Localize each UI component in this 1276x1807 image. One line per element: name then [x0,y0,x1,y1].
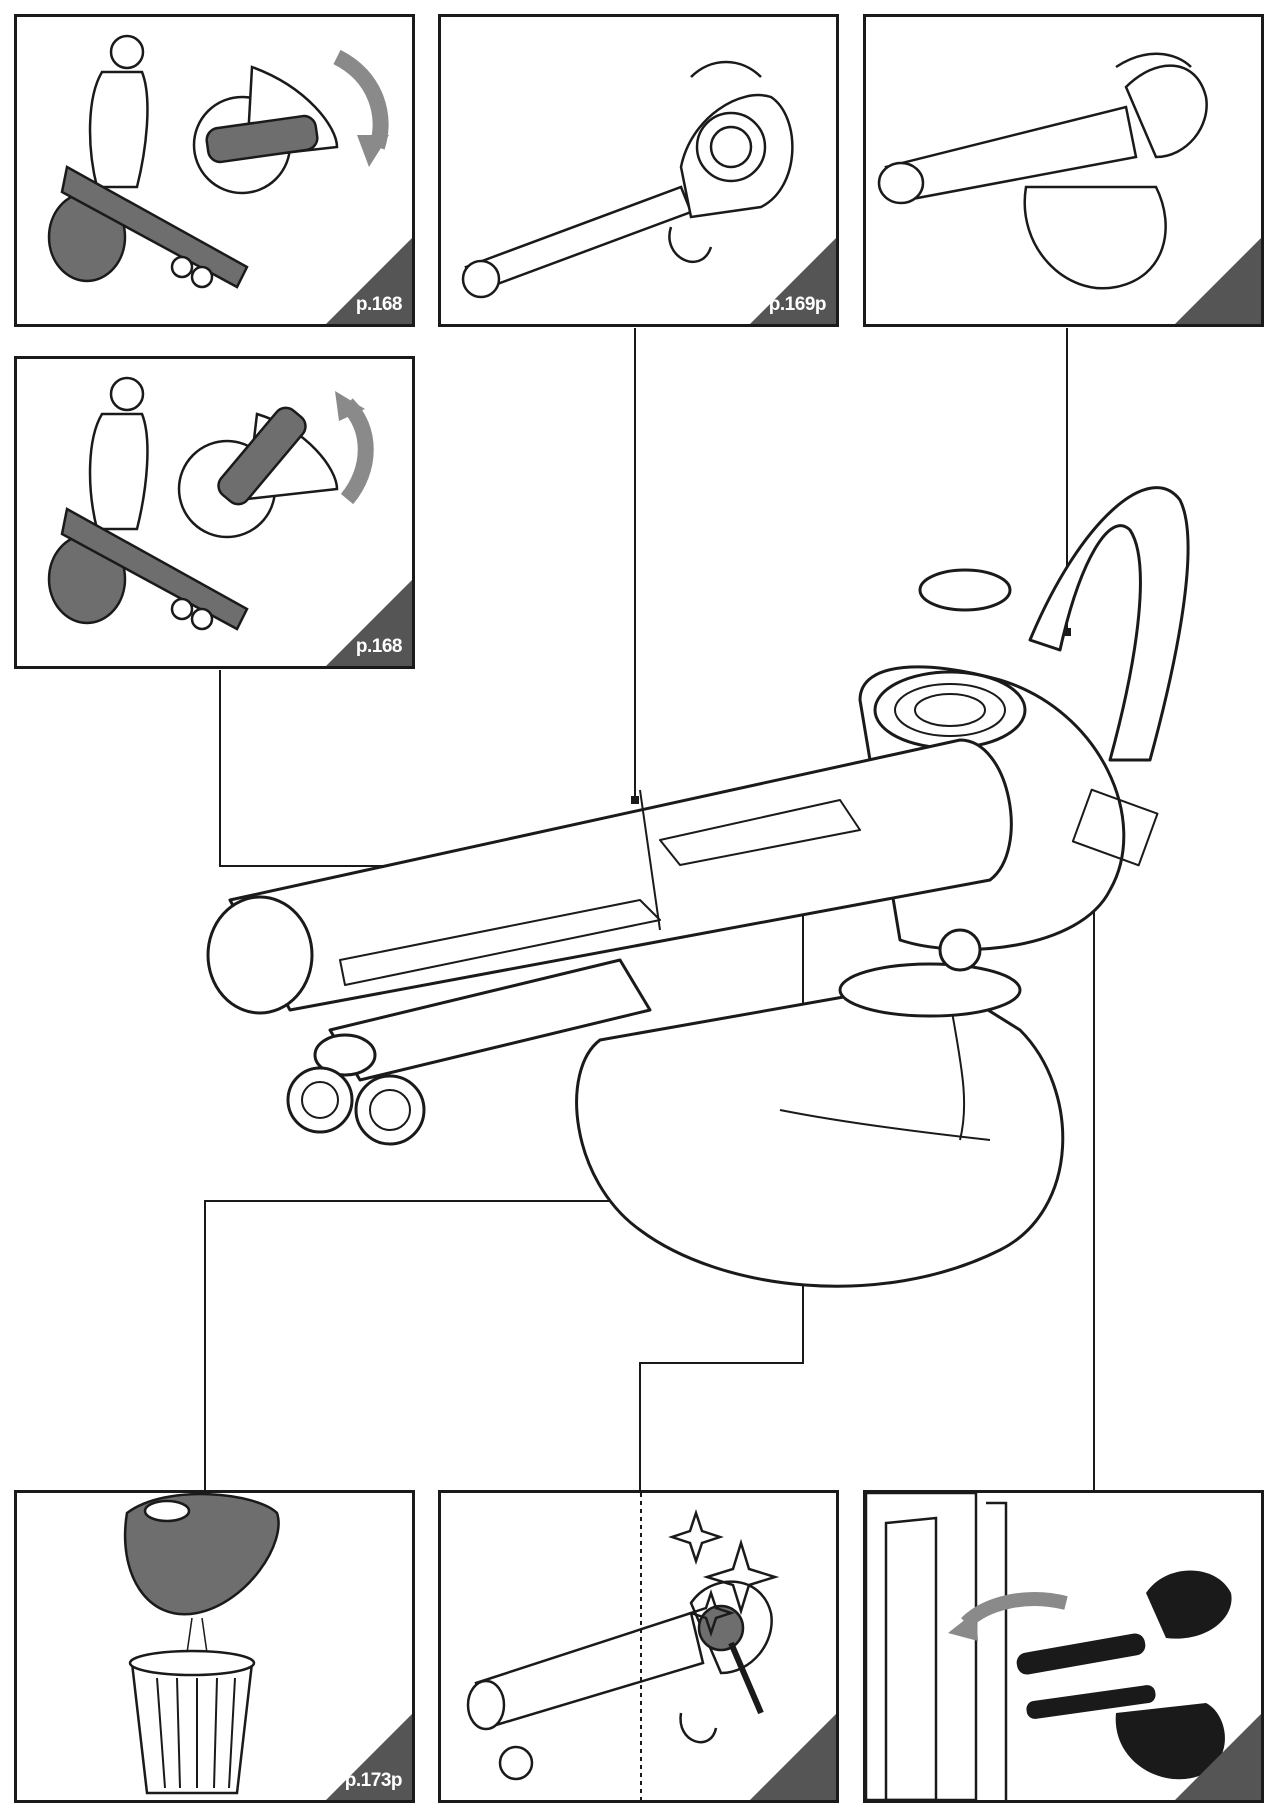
cleaning-illustration [466,1493,780,1800]
handle [1028,486,1190,762]
page-reference: p.168 [355,636,403,657]
wheel-right [354,1074,426,1146]
page-tab [324,578,412,666]
empty-bag-illustration [123,1493,280,1795]
blower-tube-illustration [461,60,794,299]
panel-blow-mode: p.168 [14,14,415,327]
page-tab [1173,236,1261,324]
panel-empty-bag: p.173p [14,1490,415,1803]
page-tab [748,236,836,324]
vacuum-assembly-illustration [877,52,1208,290]
vacuum-mode-illustration [47,376,374,631]
panel-blower-tube: p.169p [438,14,839,327]
page-tab [324,236,412,324]
wheel-left [286,1066,354,1134]
panel-vacuum-assembly [863,14,1264,327]
collection-bag [575,978,1065,1288]
page-reference: p.169p [768,294,827,315]
page-tab [1173,1712,1261,1800]
panel-storage [863,1490,1264,1803]
panel-cleaning [438,1490,839,1803]
tube-nozzle [206,895,314,1015]
page-tab [748,1712,836,1800]
page-reference: p.168 [355,294,403,315]
page-tab [324,1712,412,1800]
storage-illustration [866,1493,1232,1800]
panel-vacuum-mode: p.168 [14,356,415,669]
blow-mode-illustration [47,34,389,289]
page-reference: p.173p [344,1770,403,1791]
